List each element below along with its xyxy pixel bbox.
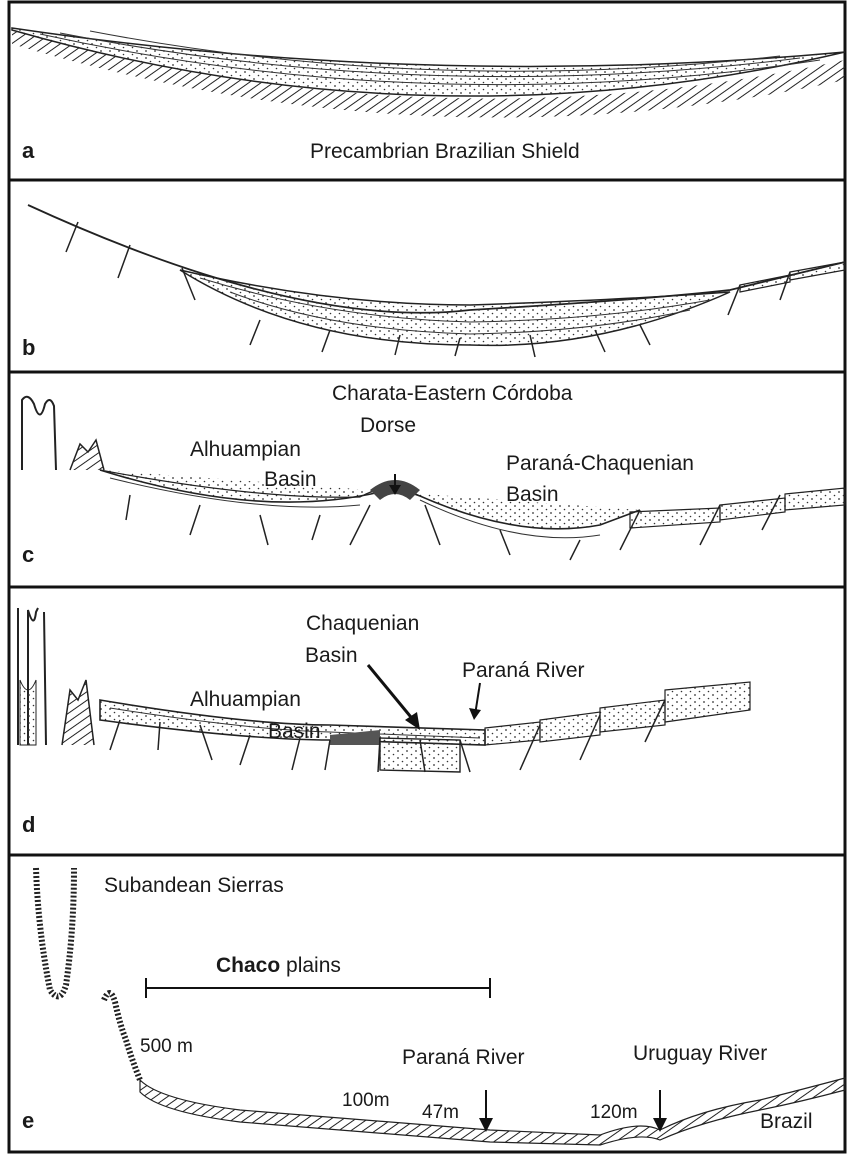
brazil-label: Brazil [760,1110,813,1133]
chaco-plains-rest: plains [280,954,341,977]
subandean-sierras [36,868,74,996]
panel-letter-b: b [22,335,35,360]
subandean-sierras-label: Subandean Sierras [104,874,284,897]
chaquenian-label-line1: Chaquenian [306,612,419,635]
elevation-100m: 100m [342,1090,390,1111]
alhuampian-label-line1: Alhuampian [190,438,301,461]
elevation-47m: 47m [422,1102,459,1123]
plain-profile [140,1078,845,1145]
panel-letter-e: e [22,1108,34,1133]
parana-river-label: Paraná River [462,659,585,682]
panel-c: Charata-Eastern Córdoba Dorse Alhuampian… [22,382,845,567]
chaquenian-label-line2: Basin [305,644,358,667]
elevation-120m: 120m [590,1102,638,1123]
dorse-label-line2: Dorse [360,414,416,437]
parana-chaquenian-label-line1: Paraná-Chaquenian [506,452,694,475]
dorse-label-line1: Charata-Eastern Córdoba [332,382,573,405]
basin-fill [180,270,730,345]
andean-range [22,397,56,470]
panel-a: a Precambrian Brazilian Shield [12,28,845,163]
parana-river-label: Paraná River [402,1046,525,1069]
panel-letter-c: c [22,542,34,567]
panel-b: b [22,205,845,360]
parana-chaquenian-label-line2: Basin [506,483,559,506]
panel-e: Subandean Sierras Chaco plains 500 m 100… [22,868,845,1145]
alhuampian-label-line2: Basin [268,720,321,743]
panel-d: Chaquenian Basin Alhuampian Basin Paraná… [18,608,750,837]
chaco-bold: Chaco [216,954,280,977]
alhuampian-label-line1: Alhuampian [190,688,301,711]
precambrian-shield-label: Precambrian Brazilian Shield [310,140,580,163]
elevation-500m: 500 m [140,1036,193,1057]
figure-frame [9,2,845,1152]
chaco-plains-label: Chaco plains [216,954,341,977]
panel-letter-a: a [22,138,35,163]
basin-surface [28,205,845,313]
uruguay-river-label: Uruguay River [633,1042,767,1065]
basin-fill [100,470,640,529]
alhuampian-label-line2: Basin [264,468,317,491]
panel-letter-d: d [22,812,35,837]
